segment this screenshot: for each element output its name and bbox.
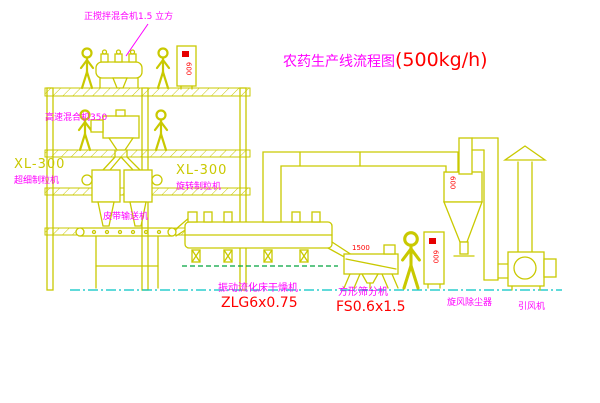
label-sieve-name: 方形筛分机 bbox=[338, 287, 388, 298]
indicator-light bbox=[182, 51, 189, 57]
control-cabinet-right bbox=[423, 231, 445, 289]
granulator-right bbox=[123, 169, 163, 227]
label-leader-line bbox=[125, 23, 149, 57]
label-sieve-model: FS0.6x1.5 bbox=[336, 299, 406, 315]
label-granulator-left-model: XL-300 bbox=[14, 157, 66, 172]
belt-conveyor bbox=[75, 216, 197, 289]
label-granulator-left-name: 超细制粒机 bbox=[14, 176, 60, 186]
label-dryer-name: 振动流化床干燥机 bbox=[218, 283, 298, 294]
dim-cyclone-inlet: 600 bbox=[448, 176, 457, 190]
cyclone-outlet-pipe bbox=[458, 137, 509, 281]
title-text: 农药生产线流程图 bbox=[283, 54, 395, 70]
induced-draft-fan bbox=[502, 145, 557, 291]
exhaust-duct bbox=[262, 151, 459, 223]
label-granulator-right-name: 旋转制粒机 bbox=[176, 182, 222, 192]
label-high-speed-mixer: 高速混合机350 bbox=[45, 113, 108, 123]
label-horizontal-mixer: 正搅拌混合机1.5 立方 bbox=[84, 12, 174, 22]
dim-cabinet-right: 600 bbox=[431, 250, 440, 264]
worker-figure-2 bbox=[155, 47, 171, 90]
feed-chute bbox=[102, 149, 141, 171]
worker-figure-4 bbox=[153, 109, 169, 152]
control-cabinet-left bbox=[176, 45, 197, 90]
label-cyclone: 旋风除尘器 bbox=[447, 298, 493, 308]
rain-cap bbox=[502, 145, 548, 161]
page-title: 农药生产线流程图(500kg/h) bbox=[283, 50, 488, 71]
title-capacity: (500kg/h) bbox=[395, 49, 488, 71]
horizontal-mixer bbox=[95, 49, 143, 89]
fluid-bed-dryer bbox=[184, 211, 333, 263]
dim-sieve-feed: 1500 bbox=[352, 244, 370, 252]
label-dryer-model: ZLG6x0.75 bbox=[221, 295, 298, 311]
label-granulator-right-model: XL-300 bbox=[176, 163, 228, 178]
label-fan: 引风机 bbox=[518, 302, 546, 312]
worker-figure-1 bbox=[79, 47, 95, 90]
label-belt-conveyor: 皮带输送机 bbox=[103, 212, 149, 222]
square-sieve bbox=[327, 241, 399, 289]
dryer-springs bbox=[191, 249, 309, 263]
granulator-left bbox=[81, 169, 121, 227]
worker-figure-5 bbox=[401, 231, 421, 290]
indicator-light bbox=[429, 238, 436, 244]
dim-cabinet-left: 600 bbox=[184, 62, 193, 76]
high-speed-mixer bbox=[90, 109, 140, 151]
